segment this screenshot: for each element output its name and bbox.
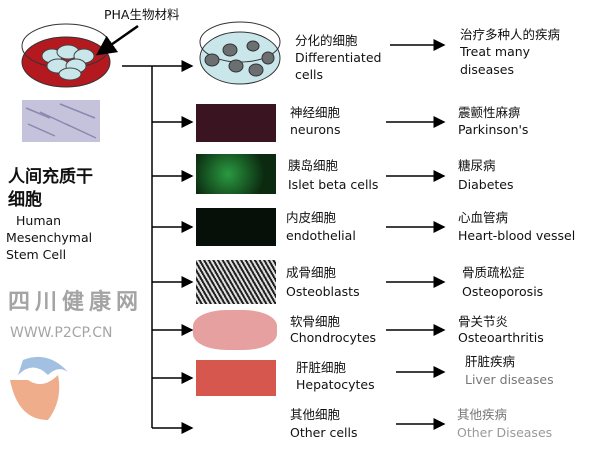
disease-label-en: diseases [460, 62, 514, 77]
cell-label-en: Osteoblasts [286, 284, 360, 299]
osteoblasts-image [196, 260, 276, 304]
disease-label-cn: 肝脏疾病 [465, 354, 516, 369]
cell-label-cn: 胰岛细胞 [288, 158, 339, 173]
disease-arrows [386, 39, 446, 430]
disease-label-en: Other Diseases [457, 425, 553, 440]
watermark-url: WWW.P2CP.CN [10, 325, 113, 341]
cell-label-cn: 内皮细胞 [286, 210, 337, 225]
endothelial-image [196, 208, 276, 246]
cell-label-en: cells [295, 67, 324, 82]
disease-label-cn: 骨质疏松症 [462, 265, 525, 280]
watermark-logo [10, 356, 68, 420]
disease-label-en: Treat many [460, 44, 531, 59]
cell-label-cn: 其他细胞 [290, 407, 341, 422]
neurons-image [196, 104, 276, 142]
cell-label-en: Hepatocytes [296, 377, 375, 392]
watermark-name: 四川健康网 [8, 290, 144, 315]
source-title-cn-2: 细胞 [8, 190, 42, 210]
disease-label-en: Heart-blood vessel [458, 228, 576, 243]
cell-label-en: endothelial [286, 228, 356, 243]
cell-label-en: neurons [290, 122, 341, 137]
cell-label-en: Differentiated [295, 50, 382, 65]
cell-label-cn: 神经细胞 [290, 105, 341, 120]
disease-label-en: Osteoporosis [462, 284, 544, 299]
disease-label-en: Liver diseases [465, 372, 554, 387]
disease-label-cn: 治疗多种人的疾病 [460, 27, 561, 42]
material-label: PHA生物材料 [104, 7, 180, 22]
cell-label-en: Chondrocytes [290, 330, 377, 345]
branch-arrows [152, 116, 194, 434]
source-title-cn-1: 人间充质干 [8, 167, 93, 187]
disease-label-en: Osteoarthritis [458, 330, 544, 345]
source-title-en: Mesenchymal [6, 230, 93, 245]
islet-image [196, 154, 276, 194]
cell-label-en: Islet beta cells [288, 177, 379, 192]
source-petri-dish [21, 23, 111, 88]
differentiated-dish [199, 21, 281, 85]
disease-label-cn: 其他疾病 [457, 407, 508, 422]
disease-label-en: Parkinson's [458, 122, 529, 137]
disease-label-cn: 震颤性麻痹 [458, 105, 521, 120]
disease-label-cn: 糖尿病 [458, 158, 496, 173]
cell-label-cn: 肝脏细胞 [296, 360, 347, 375]
hepatocytes-image [196, 360, 276, 396]
chondrocytes-image [193, 310, 277, 350]
source-title-en: Human [16, 213, 62, 228]
cell-label-cn: 分化的细胞 [295, 33, 358, 48]
disease-label-cn: 骨关节炎 [458, 314, 509, 329]
disease-label-en: Diabetes [458, 177, 514, 192]
cell-label-cn: 成骨细胞 [286, 265, 337, 280]
disease-label-cn: 心血管病 [458, 210, 509, 225]
material-pointer [95, 24, 139, 56]
cell-label-en: Other cells [290, 425, 358, 440]
cell-label-cn: 软骨细胞 [290, 314, 341, 329]
source-title-en: Stem Cell [6, 247, 67, 262]
